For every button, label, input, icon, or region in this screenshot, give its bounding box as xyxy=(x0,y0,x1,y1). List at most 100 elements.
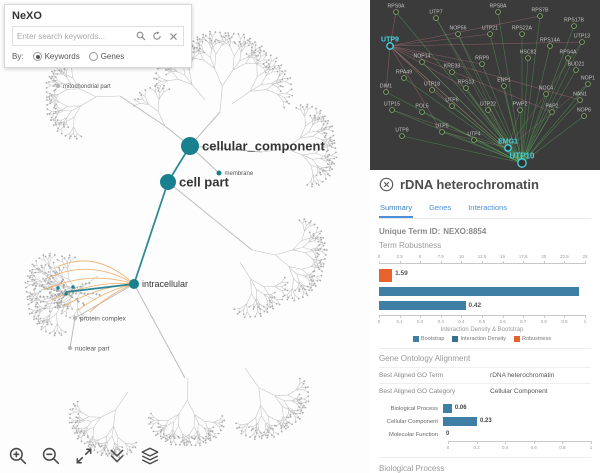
search-icon[interactable] xyxy=(135,30,147,42)
gene-node-UTP21[interactable] xyxy=(487,31,493,37)
tab-interactions[interactable]: Interactions xyxy=(468,203,507,212)
gene-node-RRP9[interactable] xyxy=(479,61,485,67)
fit-screen-icon[interactable] xyxy=(73,445,95,467)
search-box[interactable] xyxy=(12,26,184,46)
divider xyxy=(379,348,591,349)
gene-node-UTP5[interactable] xyxy=(439,129,445,135)
tab-summary[interactable]: Summary xyxy=(379,200,414,218)
gene-label-UTP13: UTP13 xyxy=(574,34,590,40)
map-node-intracellular[interactable] xyxy=(129,279,139,289)
zoom-out-icon[interactable] xyxy=(40,445,62,467)
gene-label-UTP15: UTP15 xyxy=(384,102,400,108)
gene-node-BUD21[interactable] xyxy=(573,67,579,73)
radio-keywords[interactable]: Keywords xyxy=(32,52,80,61)
map-node-cell-part[interactable] xyxy=(160,174,176,190)
tab-genes[interactable]: Genes xyxy=(429,203,452,212)
gene-node-RPS9A[interactable] xyxy=(393,9,399,15)
alignment-row-cellular-component: Cellular Component 0.23 xyxy=(386,417,492,426)
gene-label-UTP9: UTP9 xyxy=(381,37,399,44)
gene-node-RPS7B[interactable] xyxy=(537,13,543,19)
gene-node-UTP9[interactable] xyxy=(386,42,394,50)
map-node-protein-complex[interactable] xyxy=(73,316,77,320)
gene-node-UTP15[interactable] xyxy=(389,107,395,113)
gene-node-RPS4A[interactable] xyxy=(565,55,571,61)
gene-label-ENP1: ENP1 xyxy=(497,78,511,84)
gene-node-RPS22A[interactable] xyxy=(519,31,525,37)
gene-label-RPS7B: RPS7B xyxy=(531,8,549,14)
gene-label-HSC82: HSC82 xyxy=(520,50,537,56)
map-label-cell-part: cell part xyxy=(179,175,230,190)
gene-node-NOP56[interactable] xyxy=(455,31,461,37)
bottom-axis-caption: Interaction Density & Bootstrap xyxy=(440,327,524,333)
gene-node-EMG1[interactable] xyxy=(504,144,512,152)
gene-node-NOP6[interactable] xyxy=(581,113,587,119)
details-header: rDNA heterochromatin xyxy=(379,177,591,192)
details-tabs: Summary Genes Interactions xyxy=(379,200,591,219)
map-node-cellular-component[interactable] xyxy=(181,137,199,155)
collapse-levels-icon[interactable] xyxy=(106,445,128,467)
map-node-nuclear-part[interactable] xyxy=(68,346,72,350)
radio-genes[interactable]: Genes xyxy=(88,52,124,61)
map-node-membrane[interactable] xyxy=(216,170,222,176)
gene-label-RPS22A: RPS22A xyxy=(512,26,532,32)
close-icon[interactable] xyxy=(379,177,394,192)
clear-icon[interactable] xyxy=(167,30,179,42)
by-label: By: xyxy=(12,52,24,61)
gene-node-UTP10[interactable] xyxy=(517,158,527,168)
gene-label-RPS14A: RPS14A xyxy=(540,38,560,44)
gene-node-DIM1[interactable] xyxy=(383,89,389,95)
gene-node-POL5[interactable] xyxy=(419,109,425,115)
refresh-icon[interactable] xyxy=(151,30,163,42)
gene-label-UTP4: UTP4 xyxy=(467,132,480,138)
gene-node-PAP2[interactable] xyxy=(549,109,555,115)
gene-label-UTP7: UTP7 xyxy=(429,10,442,16)
gene-node-RPS13[interactable] xyxy=(463,85,469,91)
gene-node-UTP6[interactable] xyxy=(449,103,455,109)
gene-node-NOC4[interactable] xyxy=(543,91,549,97)
app-title: NeXO xyxy=(12,10,42,22)
gene-node-NOP14[interactable] xyxy=(419,59,425,65)
go-category-row: Best Aligned GO Category Cellular Compon… xyxy=(379,383,591,399)
map-label-protein-complex: protein complex xyxy=(80,315,127,322)
gene-node-PWP2[interactable] xyxy=(517,107,523,113)
gene-node-UTP8[interactable] xyxy=(399,133,405,139)
gene-label-PWP2: PWP2 xyxy=(513,102,528,108)
gene-node-NOP1[interactable] xyxy=(585,81,591,87)
gene-node-RPS17B[interactable] xyxy=(571,23,577,29)
gene-node-RPA49[interactable] xyxy=(401,75,407,81)
radio-keywords-dot[interactable] xyxy=(32,52,42,61)
gene-node-UTP22[interactable] xyxy=(485,107,491,113)
gene-node-UTP13[interactable] xyxy=(579,39,585,45)
map-label-cellular-component: cellular_component xyxy=(202,139,325,154)
gene-node-UTP4[interactable] xyxy=(471,137,477,143)
search-input[interactable] xyxy=(17,31,135,41)
gene-node-RPS8A[interactable] xyxy=(495,9,501,15)
legend-item-interaction-density: Interaction Density xyxy=(452,336,506,342)
gene-node-KRE33[interactable] xyxy=(449,69,455,75)
gene-node-UTP18[interactable] xyxy=(429,87,435,93)
alignment-row-biological-process: Biological Process 0.06 xyxy=(390,404,467,413)
gene-label-PAP2: PAP2 xyxy=(546,104,559,110)
map-node-mitochondrial-part[interactable] xyxy=(56,84,60,88)
layers-icon[interactable] xyxy=(139,445,161,467)
bootstrap-bar xyxy=(379,287,585,296)
gene-label-RPS4A: RPS4A xyxy=(559,50,577,56)
gene-node-HSC82[interactable] xyxy=(525,55,531,61)
gene-node-NAN1[interactable] xyxy=(577,97,583,103)
gene-node-ENP1[interactable] xyxy=(501,83,507,89)
gene-label-NOP14: NOP14 xyxy=(413,54,430,60)
radio-genes-dot[interactable] xyxy=(88,52,98,61)
gene-label-UTP8: UTP8 xyxy=(395,128,408,134)
gene-label-NAN1: NAN1 xyxy=(573,92,587,98)
zoom-in-icon[interactable] xyxy=(7,445,29,467)
gene-node-UTP7[interactable] xyxy=(433,15,439,21)
gene-node-RPS14A[interactable] xyxy=(547,43,553,49)
